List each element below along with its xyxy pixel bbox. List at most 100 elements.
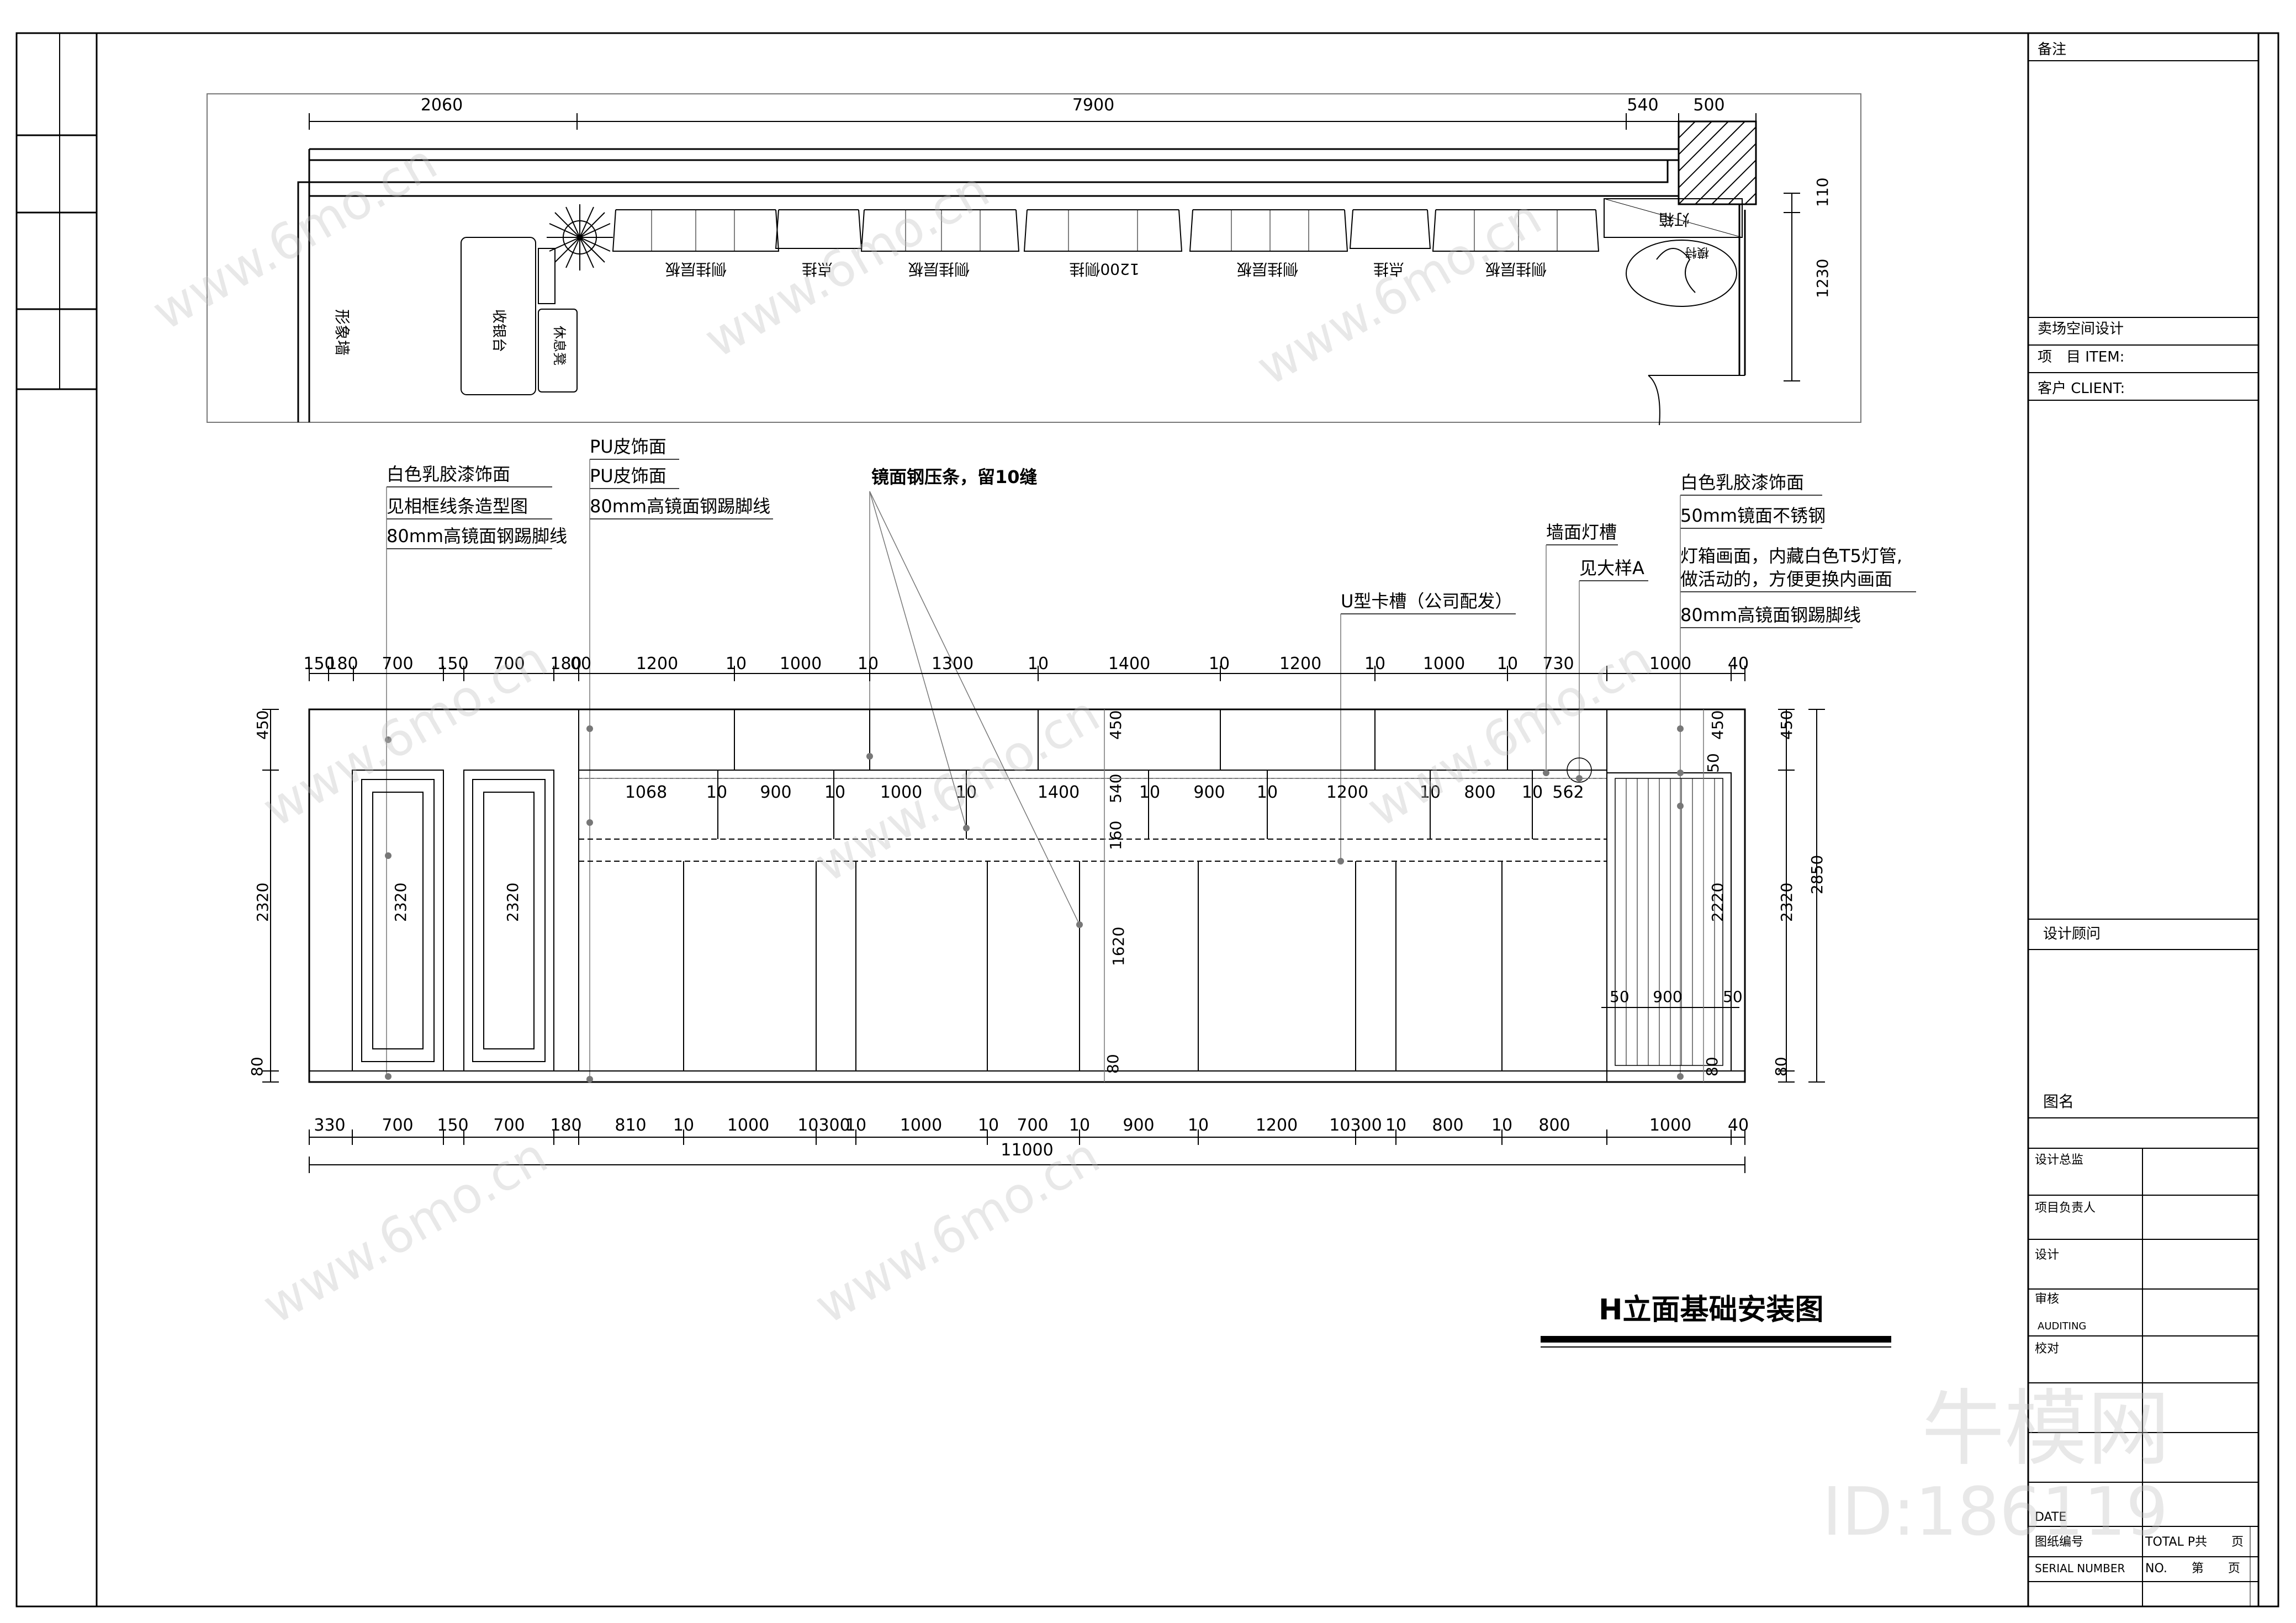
inner-dim-label: 562 [1552, 783, 1584, 802]
right-dim-80: 80 [1772, 1057, 1790, 1076]
pm-label: 项目负责人 [2035, 1201, 2096, 1215]
mid-dim-80: 80 [1104, 1054, 1122, 1074]
bottom-dim-label: 10300 [1329, 1116, 1382, 1135]
page-no-label: NO. 第 页 [2145, 1562, 2240, 1576]
inner-dim-label: 1000 [880, 783, 922, 802]
plan-model-label: 模特 [1685, 245, 1709, 259]
date-label: DATE [2035, 1510, 2066, 1524]
note-u-slot: U型卡槽（公司配发） [1341, 591, 1512, 612]
design-label: 设计 [2035, 1248, 2059, 1262]
total-pages-label: TOTAL P共 页 [2145, 1535, 2244, 1549]
plan-dim-2060: 2060 [421, 96, 463, 115]
inner-dim-label: 900 [1193, 783, 1225, 802]
director-label: 设计总监 [2035, 1153, 2083, 1167]
inner-dim-label: 900 [760, 783, 791, 802]
watermark-site-3: www.6mo.cn [1247, 188, 1551, 397]
hang-displays [612, 209, 1600, 252]
bottom-dim-label: 800 [1538, 1116, 1570, 1135]
note-right-3: 灯箱画面，内藏白色T5灯管, [1680, 545, 1902, 566]
plant-symbol [547, 204, 613, 270]
bottom-dim-label: 150 [437, 1116, 468, 1135]
plan-dim-540: 540 [1627, 96, 1658, 115]
client-label: 客户 CLIENT: [2038, 380, 2125, 397]
inner-dim-label: 10 [956, 783, 977, 802]
elevation-left-dims: 450 2320 80 [248, 709, 279, 1083]
top-dim-label: 180 [326, 654, 358, 673]
annotations: 白色乳胶漆饰面 见相框线条造型图 80mm高镜面钢踢脚线 PU皮饰面 PU皮饰面… [386, 436, 1916, 1076]
audit-label: 审核 [2035, 1292, 2059, 1306]
inner-dim-label: 1200 [1326, 783, 1368, 802]
drawing-name-label: 图名 [2043, 1092, 2074, 1111]
plan-side-hang-2: 侧挂层板 [908, 260, 970, 278]
note-pu-1: PU皮饰面 [590, 436, 666, 457]
inner-dim-label: 10 [1420, 783, 1441, 802]
remarks-label: 备注 [2038, 41, 2066, 58]
bottom-dim-label: 800 [1432, 1116, 1463, 1135]
bottom-dim-label: 10300 [797, 1116, 850, 1135]
note-see-detail: 见大样A [1579, 558, 1644, 579]
floor-plan: 灯箱 模特 侧挂层板 点挂 侧挂层板 1200侧挂 侧挂层板 点挂 [207, 93, 1861, 426]
right-dim-2850: 2850 [1808, 855, 1826, 894]
plan-rest-bench-label: 休息凳 [552, 326, 567, 365]
check-label: 校对 [2035, 1342, 2059, 1356]
drawing-no-label: 图纸编号 [2035, 1535, 2083, 1549]
top-dim-label: 1000 [1423, 654, 1465, 673]
bottom-dim-label: 810 [615, 1116, 646, 1135]
total-dim-11000: 11000 [1001, 1141, 1053, 1160]
inner-dim-label: 10 [1139, 783, 1160, 802]
top-dim-label: 10 [1364, 654, 1385, 673]
drawing-title: H立面基础安装图 [1541, 1293, 1891, 1348]
top-dim-label: 730 [1542, 654, 1574, 673]
note-left-2: 见相框线条造型图 [387, 496, 528, 517]
watermark-brand-large: 牛模网 [1922, 1381, 2170, 1477]
bottom-dim-label: 1000 [727, 1116, 769, 1135]
top-dim-label: 00 [570, 654, 591, 673]
plan-image-wall-label: 形象墙 [333, 309, 351, 356]
lightbox-dim-50-right: 50 [1723, 988, 1743, 1006]
bottom-dim-label: 700 [1017, 1116, 1048, 1135]
top-dim-label: 150 [303, 654, 335, 673]
inner-dim-label: 10 [1257, 783, 1278, 802]
top-dim-label: 10 [726, 654, 747, 673]
plan-dim-1230: 1230 [1813, 259, 1832, 298]
watermark-site-1: www.6mo.cn [143, 133, 447, 342]
note-right-2: 50mm镜面不锈钢 [1680, 505, 1826, 526]
bottom-dim-label: 330 [314, 1116, 345, 1135]
note-left-3: 80mm高镜面钢踢脚线 [387, 526, 567, 547]
top-dim-label: 1000 [1649, 654, 1691, 673]
lightbox-dim-50-left: 50 [1610, 988, 1630, 1006]
serial-label: SERIAL NUMBER [2035, 1562, 2125, 1575]
elevation-right-dims: 450 2320 80 2850 [1772, 709, 1826, 1083]
plan-side-hang-3: 侧挂层板 [1236, 260, 1298, 278]
plan-dim-7900: 7900 [1072, 96, 1114, 115]
bottom-dim-label: 1000 [900, 1116, 942, 1135]
note-pu-3: 80mm高镜面钢踢脚线 [590, 496, 770, 517]
top-dim-label: 700 [493, 654, 525, 673]
plan-side-hang-1: 侧挂层板 [665, 260, 727, 278]
left-dim-80: 80 [248, 1057, 266, 1076]
inner-dim-label: 10 [1522, 783, 1543, 802]
inner-dim-label: 1068 [625, 783, 667, 802]
rin-dim-50: 50 [1704, 753, 1722, 773]
item-label: 项 目 ITEM: [2038, 349, 2124, 365]
top-dim-label: 1200 [636, 654, 678, 673]
top-dim-label: 1000 [780, 654, 822, 673]
note-right-4: 做活动的，方便更换内画面 [1680, 569, 1892, 590]
top-dim-label: 10 [1028, 654, 1049, 673]
top-dim-label: 1400 [1108, 654, 1150, 673]
left-dim-2320: 2320 [253, 883, 272, 922]
bottom-dim-label: 700 [382, 1116, 413, 1135]
drawing-title-text: H立面基础安装图 [1599, 1293, 1824, 1327]
bottom-dim-label: 10 [673, 1116, 694, 1135]
plan-point-hang-2: 点挂 [1373, 260, 1404, 278]
note-right-1: 白色乳胶漆饰面 [1680, 472, 1804, 493]
bottom-dim-label: 900 [1123, 1116, 1154, 1135]
bottom-dim-label: 10 [845, 1116, 866, 1135]
plan-dim-500: 500 [1693, 96, 1724, 115]
bottom-dim-label: 10 [1069, 1116, 1090, 1135]
mid-dim-450: 450 [1107, 710, 1125, 740]
plan-side-hang-1200: 1200侧挂 [1069, 260, 1139, 278]
